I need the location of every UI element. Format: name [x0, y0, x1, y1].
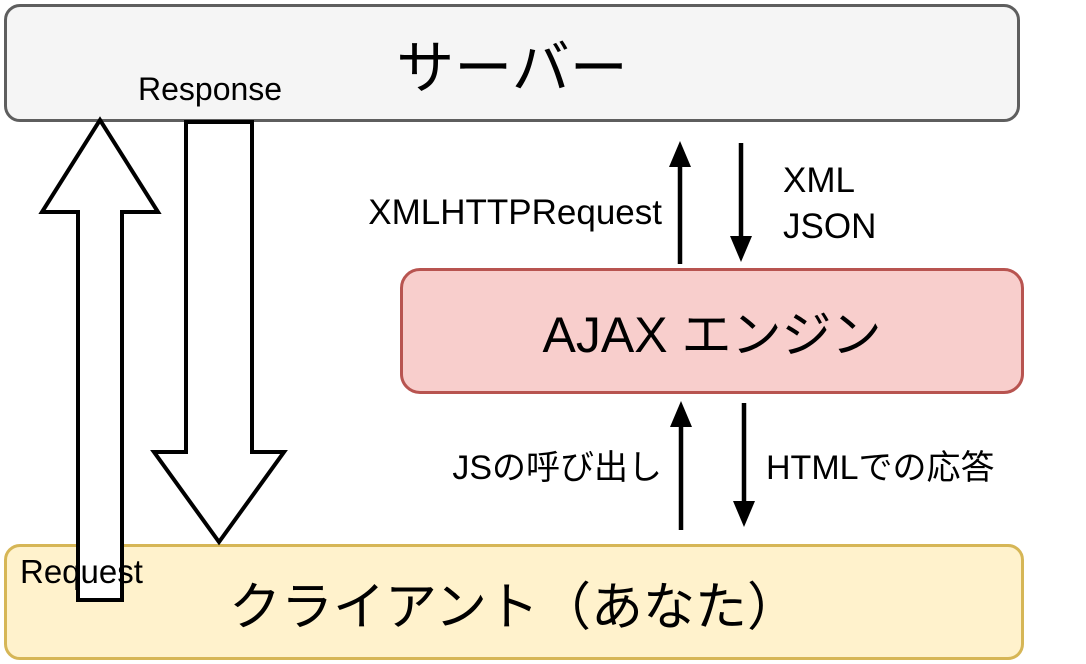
xmlhttprequest-arrowhead-icon	[669, 141, 691, 167]
request-big-arrow-down-icon	[150, 120, 288, 546]
client-label: クライアント（あなた）	[229, 578, 799, 637]
response-edge-label: Response	[138, 71, 283, 107]
client-node: クライアント（あなた）	[4, 544, 1024, 660]
server-node: サーバー	[4, 4, 1020, 122]
request-edge-label: Request	[20, 553, 143, 590]
ajax-engine-label: AJAX エンジン	[542, 307, 882, 363]
server-label: サーバー	[396, 36, 628, 101]
xml-json-edge-label: XML JSON	[783, 158, 876, 249]
json-line: JSON	[783, 206, 877, 246]
html-response-arrowhead-icon	[733, 501, 755, 527]
xml-line: XML	[783, 161, 855, 200]
xmlhttprequest-edge-label: XMLHTTPRequest	[368, 193, 662, 232]
js-call-edge-label: JSの呼び出し	[452, 449, 662, 487]
js-call-arrowhead-icon	[670, 401, 692, 427]
ajax-engine-node: AJAX エンジン	[400, 268, 1024, 394]
html-response-edge-label: HTMLでの応答	[766, 449, 995, 487]
xml-json-arrowhead-icon	[730, 236, 752, 262]
response-big-arrow-up-icon	[38, 116, 162, 602]
